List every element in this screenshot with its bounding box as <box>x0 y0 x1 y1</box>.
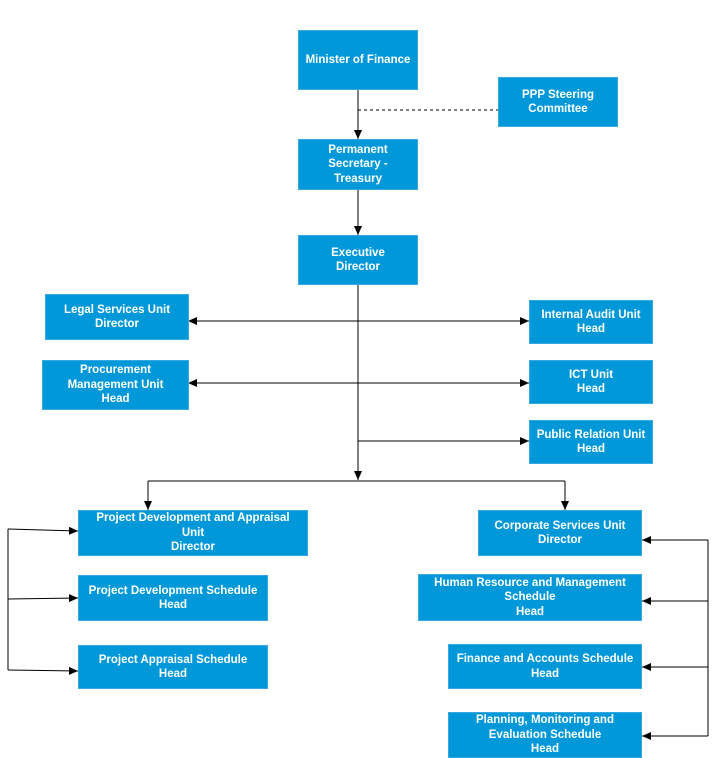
connector-left-to-dev-schedule <box>7 594 79 603</box>
node-label-line: Head <box>158 668 188 680</box>
node-label-line: Internal Audit Unit <box>541 308 641 321</box>
node-label-line: Project Development Schedule <box>88 584 258 597</box>
node-label-line: Planning, Monitoring and <box>476 714 614 727</box>
node-label-line: Head <box>158 599 188 611</box>
node-label-line: PPP Steering <box>521 88 594 101</box>
node-label: Minister of Finance <box>306 53 411 68</box>
node-label-line: Permanent <box>328 143 388 156</box>
node-minister-of-finance: Minister of Finance <box>298 30 418 90</box>
node-label-line: Director <box>335 261 381 273</box>
node-label-line: Treasury <box>334 172 382 185</box>
node-label-line: Head <box>530 743 560 756</box>
node-label-line: Head <box>576 323 606 335</box>
node-label-line: Secretary - <box>328 158 388 171</box>
node-label-line: Director <box>170 541 216 554</box>
node-label-line: Project Appraisal Schedule <box>98 653 248 666</box>
connector-left-to-appraisal-schedule <box>7 666 79 675</box>
node-label-line: Legal Services Unit <box>63 303 171 316</box>
node-label-line: Head <box>515 605 545 618</box>
node-label-line: Corporate Services Unit <box>494 519 626 532</box>
node-label-line: Schedule <box>504 591 556 604</box>
node-label-line: ICT Unit <box>568 368 614 381</box>
node-label-line: Unit <box>181 526 205 539</box>
node-label-line: Finance and Accounts Schedule <box>456 653 634 665</box>
node-label-line: Director <box>537 534 583 546</box>
node-label-line: Evaluation Schedule <box>488 728 602 741</box>
node-label-line: Management Unit <box>67 378 164 391</box>
node-label-line: Public Relation Unit <box>536 428 646 441</box>
node-label-line: Head <box>530 667 560 680</box>
node-label-line: Minister of Finance <box>305 53 411 66</box>
node-label-line: Executive <box>331 246 385 259</box>
node-label-line: Head <box>101 393 130 406</box>
node-label-line: Project Development and Appraisal <box>96 512 290 525</box>
connector-left-to-project-unit <box>7 526 79 535</box>
node-label-line: Head <box>576 443 606 455</box>
node-label-line: Director <box>94 318 140 330</box>
node-label-line: Head <box>576 383 606 395</box>
node-label-line: Procurement <box>80 364 151 377</box>
node-label-line: Human Resource and Management <box>434 576 626 589</box>
node-label-line: Committee <box>528 103 588 115</box>
